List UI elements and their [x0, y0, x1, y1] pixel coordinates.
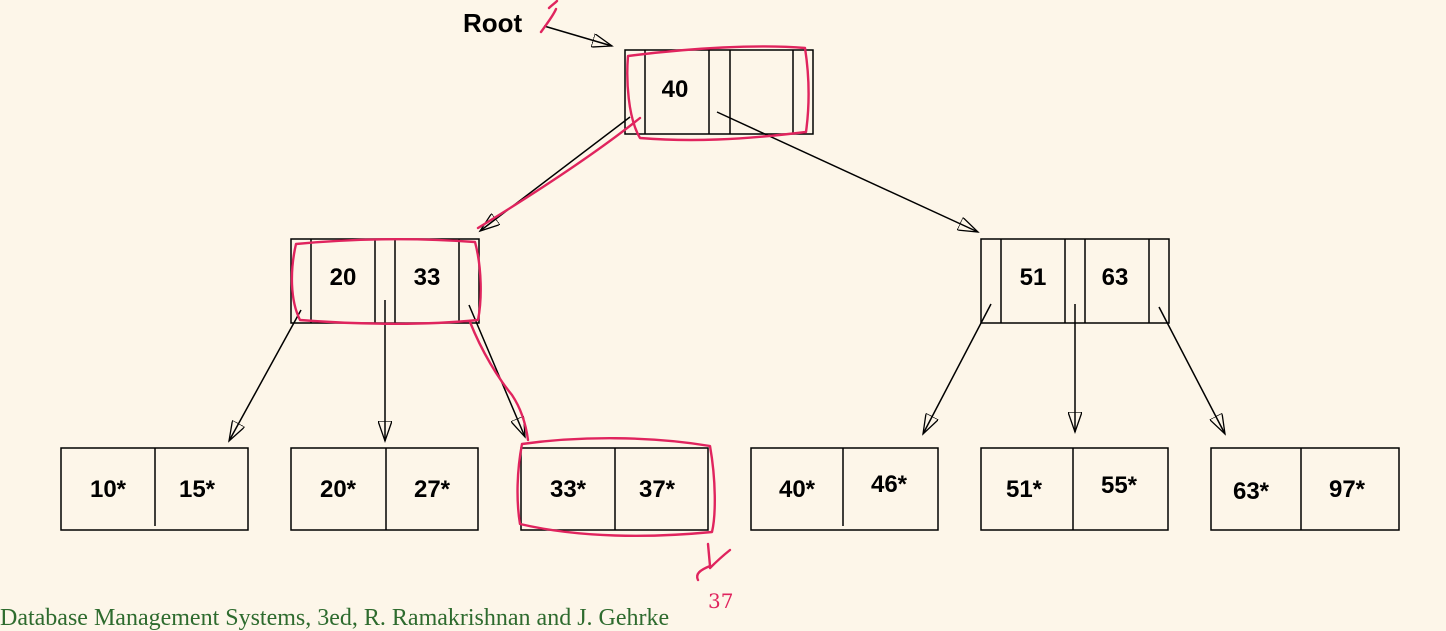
- handwritten-note: 37: [708, 589, 733, 613]
- inner-left-key-1: 20: [330, 264, 357, 291]
- annotation-leaf-box: [516, 437, 716, 537]
- pointer-right-to-leaf-4: [923, 303, 992, 434]
- annotation-checkmark: [696, 542, 732, 582]
- leaf-3-entry-2: 37*: [639, 476, 676, 503]
- leaf-node-4: 40* 46*: [750, 447, 939, 531]
- leaf-5-entry-1: 51*: [1006, 476, 1043, 503]
- leaf-node-5: 51* 55*: [980, 447, 1169, 531]
- leaf-3-entry-1: 33*: [550, 476, 587, 503]
- leaf-4-entry-1: 40*: [779, 476, 816, 503]
- handwritten-annotations: [290, 0, 810, 582]
- root-key-1: 40: [662, 76, 689, 103]
- root-pointer-arrow: [543, 25, 612, 46]
- leaf-2-entry-2: 27*: [414, 476, 451, 503]
- annotation-search-path-2: [468, 320, 530, 442]
- root-label: Root: [463, 8, 523, 38]
- caption: Database Management Systems, 3ed, R. Ram…: [0, 605, 670, 631]
- leaf-1-entry-1: 10*: [90, 476, 127, 503]
- pointer-left-to-leaf-1: [229, 309, 302, 441]
- leaf-1-entry-2: 15*: [179, 476, 216, 503]
- inner-right-key-2: 63: [1102, 264, 1129, 291]
- leaf-node-1: 10* 15*: [60, 447, 249, 531]
- pointer-root-to-right: [716, 111, 978, 232]
- annotation-root-tick: [539, 0, 559, 34]
- leaf-6-entry-2: 97*: [1329, 476, 1366, 503]
- pointer-right-to-leaf-6: [1158, 306, 1225, 434]
- annotation-search-path-1: [476, 116, 642, 230]
- inner-left-key-2: 33: [414, 264, 441, 291]
- leaf-node-6: 63* 97*: [1210, 447, 1400, 531]
- leaf-node-2: 20* 27*: [290, 447, 479, 531]
- annotation-root-box: [626, 45, 810, 142]
- leaf-5-entry-2: 55*: [1101, 472, 1138, 499]
- inner-right-key-1: 51: [1020, 264, 1047, 291]
- leaf-6-entry-1: 63*: [1233, 478, 1270, 505]
- leaf-node-3: 33* 37*: [520, 447, 709, 531]
- leaf-4-entry-2: 46*: [871, 471, 908, 498]
- root-node: 40: [624, 49, 814, 135]
- leaf-2-entry-1: 20*: [320, 476, 357, 503]
- annotation-inner-left-box: [290, 238, 482, 325]
- tree-pointers: [229, 111, 1225, 441]
- pointer-left-to-leaf-3: [468, 304, 525, 437]
